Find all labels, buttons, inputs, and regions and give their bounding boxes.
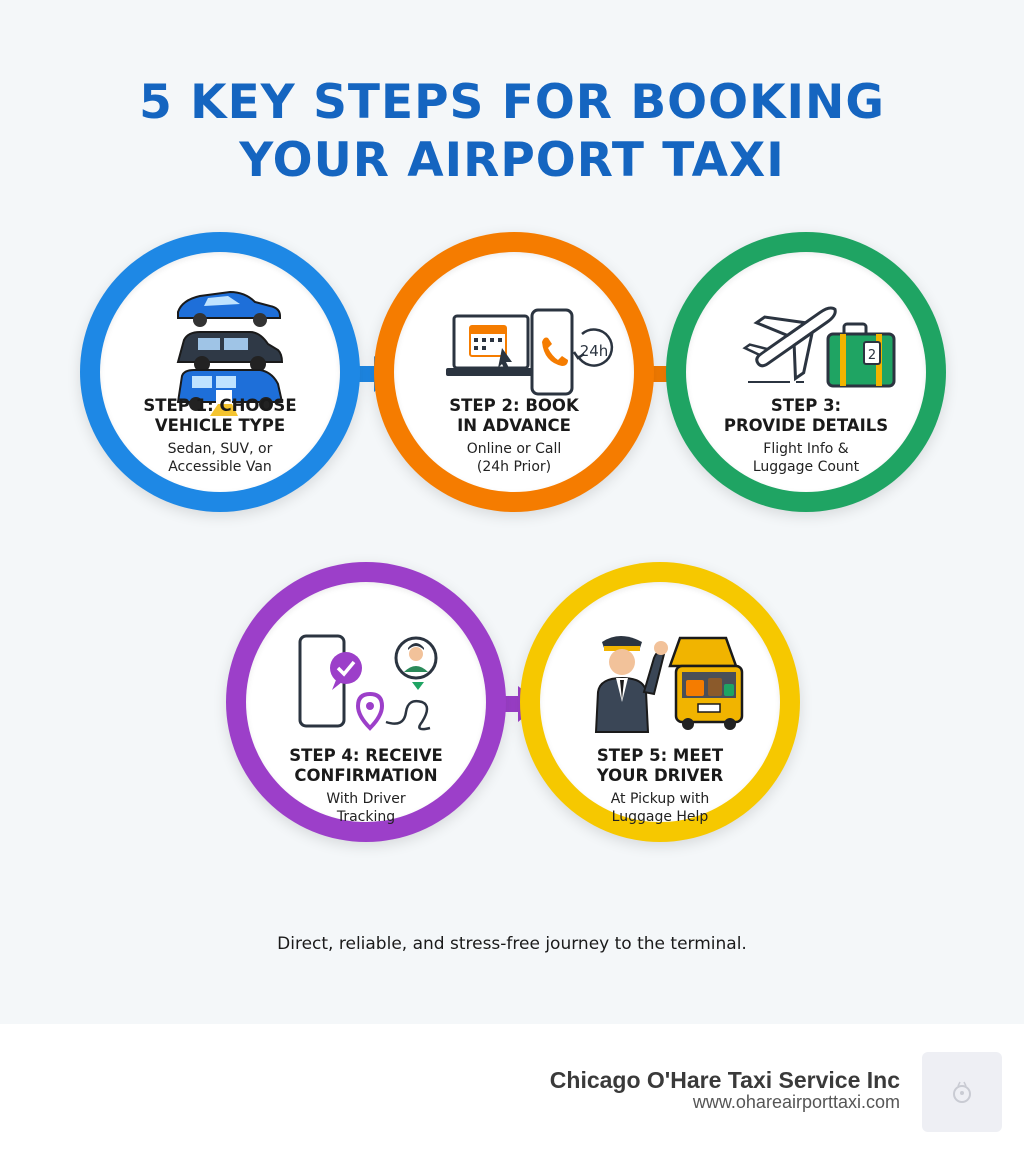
step-3-desc-line-2: Luggage Count: [752, 459, 860, 475]
step-3-title-line-1: STEP 3:: [770, 396, 842, 415]
step-1-circle: STEP 1: CHOOSE VEHICLE TYPE Sedan, SUV, …: [80, 232, 360, 512]
check-bubble-icon: [330, 652, 362, 690]
step-4-desc-line-2: Tracking: [336, 809, 396, 825]
step-2-title-line-1: STEP 2: BOOK: [449, 396, 579, 415]
step-3-circle: 2 STEP 3: PROVIDE DETAILS Flight Info & …: [666, 232, 946, 512]
step-5-title-line-1: STEP 5: MEET: [596, 746, 724, 765]
step-2-title: STEP 2: BOOK IN ADVANCE: [404, 396, 624, 436]
airplane-icon: [742, 306, 837, 382]
driver-avatar-icon: [394, 636, 438, 680]
step-1-title: STEP 1: CHOOSE VEHICLE TYPE: [110, 396, 330, 436]
suv-icon: [176, 331, 284, 372]
step-5-desc-line-1: At Pickup with: [610, 791, 710, 807]
step-2-title-line-2: IN ADVANCE: [457, 416, 571, 435]
logo-placeholder: [922, 1052, 1002, 1132]
footer: Chicago O'Hare Taxi Service Inc www.ohar…: [0, 1024, 1024, 1154]
step-2-desc-line-1: Online or Call: [466, 441, 562, 457]
vehicle-icons: [176, 290, 284, 416]
step-3-desc-line-1: Flight Info &: [763, 441, 849, 457]
tagline: Direct, reliable, and stress-free journe…: [277, 934, 747, 954]
step-4-title-line-2: CONFIRMATION: [294, 766, 438, 785]
taxi-trunk-luggage-icon: [668, 636, 744, 730]
step-1-description: Sedan, SUV, or Accessible Van: [110, 440, 330, 476]
step-3-title-line-2: PROVIDE DETAILS: [723, 416, 889, 435]
step-4-title: STEP 4: RECEIVE CONFIRMATION: [256, 746, 476, 786]
step-5-circle: STEP 5: MEET YOUR DRIVER At Pickup with …: [520, 562, 800, 842]
step-5-title: STEP 5: MEET YOUR DRIVER: [550, 746, 770, 786]
24h-label: 24h: [580, 342, 609, 360]
24h-icon: 24h: [572, 328, 614, 367]
page-title: 5 KEY STEPS FOR BOOKING YOUR AIRPORT TAX…: [0, 74, 1024, 190]
driver-icons: [594, 636, 744, 733]
step-2-desc-line-2: (24h Prior): [476, 459, 552, 475]
smartphone-call-icon: [530, 308, 574, 396]
title-line-2: YOUR AIRPORT TAXI: [239, 133, 785, 188]
step-1-desc-line-1: Sedan, SUV, or: [167, 441, 273, 457]
step-3-title: STEP 3: PROVIDE DETAILS: [696, 396, 916, 436]
step-2-description: Online or Call (24h Prior): [404, 440, 624, 476]
step-1-title-line-2: VEHICLE TYPE: [154, 416, 286, 435]
step-4-description: With Driver Tracking: [256, 790, 476, 826]
accessible-van-icon: [176, 369, 284, 416]
chauffeur-icon: [594, 636, 668, 733]
confirmation-icons: [298, 634, 438, 731]
laptop-calendar-icon: [446, 314, 536, 376]
step-5-description: At Pickup with Luggage Help: [550, 790, 770, 826]
step-4-circle: STEP 4: RECEIVE CONFIRMATION With Driver…: [226, 562, 506, 842]
website-link[interactable]: www.ohareairporttaxi.com: [692, 1092, 900, 1112]
sedan-icon: [177, 290, 281, 327]
booking-icons: 24h: [446, 308, 614, 396]
step-4-title-line-1: STEP 4: RECEIVE: [289, 746, 443, 765]
step-1-title-line-1: STEP 1: CHOOSE: [143, 396, 297, 415]
details-icons: 2: [742, 306, 896, 388]
step-4-desc-line-1: With Driver: [326, 791, 406, 807]
company-name: Chicago O'Hare Taxi Service Inc: [549, 1067, 900, 1093]
step-3-description: Flight Info & Luggage Count: [696, 440, 916, 476]
logo-icon: [953, 1081, 971, 1103]
title-line-1: 5 KEY STEPS FOR BOOKING: [139, 75, 885, 130]
location-pin-icon: [355, 691, 385, 731]
step-1-desc-line-2: Accessible Van: [168, 459, 272, 475]
step-5-title-line-2: YOUR DRIVER: [596, 766, 724, 785]
step-2-circle: 24h STEP 2: BOOK IN ADVANCE Online or Ca…: [374, 232, 654, 512]
suitcase-icon: 2: [826, 322, 896, 388]
step-5-desc-line-2: Luggage Help: [611, 809, 709, 825]
luggage-count-label: 2: [868, 348, 876, 363]
